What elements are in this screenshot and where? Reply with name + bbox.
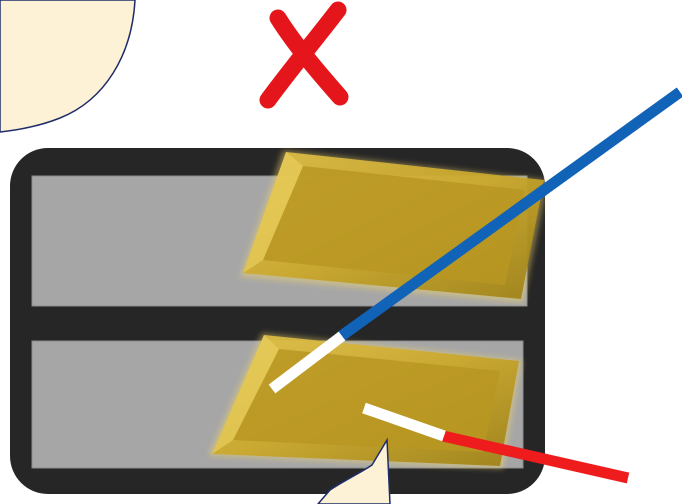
red-x-mark-icon: [259, 1, 349, 109]
gold-plate-upper: [240, 150, 548, 303]
blue-wire: [268, 87, 682, 394]
callout-bubble-bottom: [317, 437, 391, 504]
callout-bubble-top-left: [0, 0, 136, 133]
red-wire: [362, 402, 630, 484]
